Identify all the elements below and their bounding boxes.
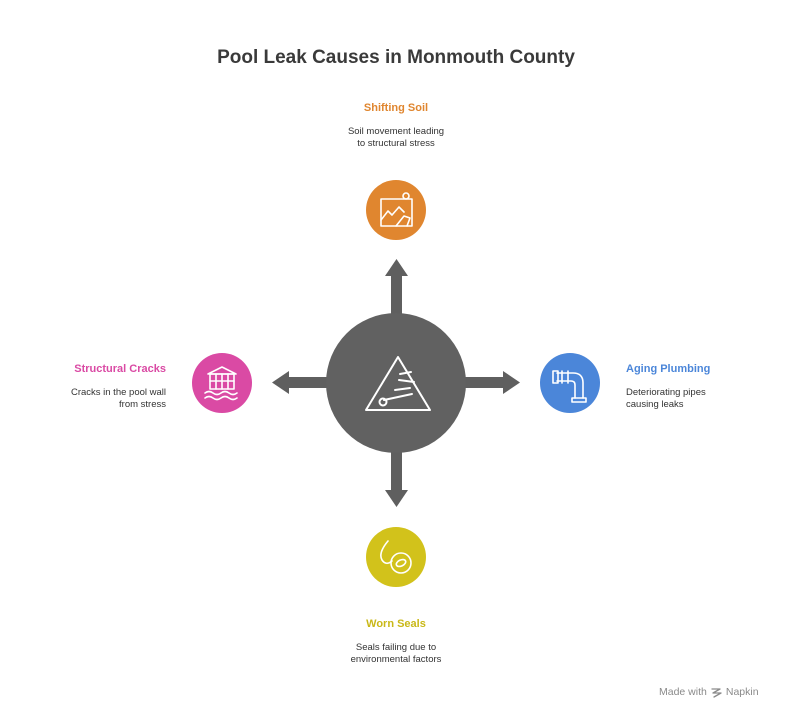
worn-seals-desc-line2: environmental factors <box>350 654 442 665</box>
seal-drop-icon <box>380 540 412 574</box>
napkin-brand-text: Napkin <box>725 686 759 698</box>
worn-seals-circle <box>366 527 426 587</box>
aging-plumbing-label: Aging Plumbing <box>626 363 711 375</box>
made-with-text: Made with <box>659 686 707 698</box>
aging-plumbing-desc-line1: Deteriorating pipes <box>626 387 706 398</box>
aging-plumbing-circle <box>540 353 600 413</box>
shifting-soil-desc-line1: Soil movement leading <box>347 126 445 137</box>
arrow-up <box>385 259 408 318</box>
worn-seals-desc: Seals failing due to environmental facto… <box>296 642 496 666</box>
structural-cracks-desc-line1: Cracks in the pool wall <box>70 387 166 398</box>
napkin-watermark[interactable]: Made with Napkin <box>659 686 759 698</box>
shifting-soil-label: Shifting Soil <box>363 102 429 114</box>
arrow-right <box>462 371 520 394</box>
structural-cracks-label: Structural Cracks <box>74 363 166 375</box>
landslide-icon <box>380 192 413 227</box>
arrow-down <box>385 450 408 507</box>
worn-seals-desc-line1: Seals failing due to <box>355 642 437 653</box>
arrow-left <box>272 371 330 394</box>
center-circle <box>326 313 466 453</box>
aging-plumbing-desc: Deteriorating pipes causing leaks <box>626 387 776 411</box>
shifting-soil-desc-line2: to structural stress <box>357 138 435 149</box>
worn-seals-label: Worn Seals <box>366 618 426 630</box>
structural-cracks-desc: Cracks in the pool wall from stress <box>16 387 166 411</box>
aging-plumbing-desc-line2: causing leaks <box>626 399 684 410</box>
pipe-icon <box>552 370 587 403</box>
shifting-soil-desc: Soil movement leading to structural stre… <box>296 126 496 150</box>
napkin-logo-icon <box>711 687 722 698</box>
warning-triangle-icon <box>365 356 431 411</box>
page-title: Pool Leak Causes in Monmouth County <box>217 47 575 68</box>
structural-cracks-desc-line2: from stress <box>119 399 166 410</box>
cracked-wall-icon <box>204 366 238 401</box>
